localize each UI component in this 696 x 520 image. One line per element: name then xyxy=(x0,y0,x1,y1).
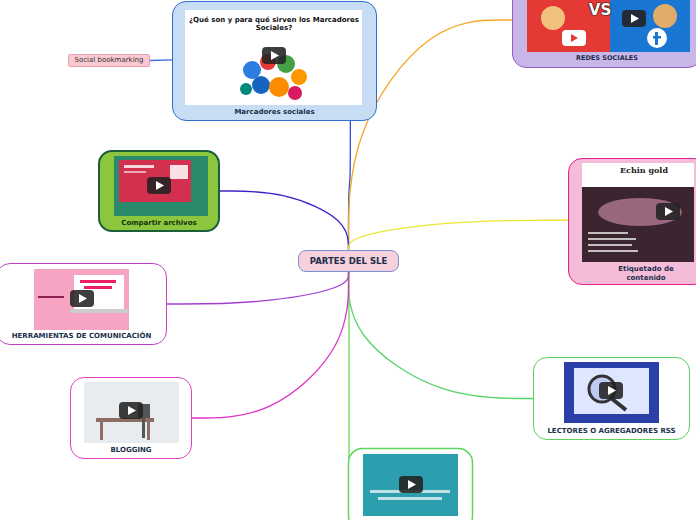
youtube-icon xyxy=(562,30,586,46)
video-thumbnail xyxy=(84,382,179,443)
video-thumbnail xyxy=(610,0,690,52)
desk-leg xyxy=(147,422,150,440)
node-label: REDES SOCIALES xyxy=(576,55,638,63)
video-thumbnail xyxy=(582,163,694,262)
branch-connector xyxy=(349,220,569,250)
node-label: HERRAMIENTAS DE COMUNICACIÓN xyxy=(12,332,152,340)
text-line xyxy=(124,171,146,173)
node-label: PARTES DEL SLE xyxy=(310,256,387,266)
video-thumbnail xyxy=(185,10,362,105)
magnifier-handle xyxy=(611,398,626,410)
play-button xyxy=(119,402,143,419)
branch-connector xyxy=(349,272,534,399)
node-label: Marcadores sociales xyxy=(234,108,314,116)
screen xyxy=(574,368,649,414)
face xyxy=(653,4,677,28)
play-icon xyxy=(79,294,87,303)
face xyxy=(541,6,565,30)
branch-connector xyxy=(167,272,349,304)
panel xyxy=(170,165,188,179)
social-icon xyxy=(291,69,307,85)
branch-connector xyxy=(220,191,349,250)
social-icon xyxy=(240,83,252,95)
text-line xyxy=(80,280,116,283)
text-line xyxy=(588,232,628,234)
video-thumbnail xyxy=(363,454,458,516)
play-button xyxy=(656,203,680,220)
play-icon xyxy=(631,14,639,23)
node-label: LECTORES O AGREGADORES RSS xyxy=(547,427,675,435)
video-thumbnail xyxy=(564,362,659,423)
branch-connector xyxy=(192,272,349,418)
video-thumbnail xyxy=(114,156,208,216)
play-button xyxy=(262,47,286,64)
video-title: VS xyxy=(584,1,616,19)
text-line xyxy=(588,250,638,252)
play-button xyxy=(147,177,171,194)
play-button xyxy=(622,10,646,27)
play-icon xyxy=(408,480,416,489)
social-icon xyxy=(252,76,270,94)
central-topic: PARTES DEL SLE xyxy=(298,250,399,272)
text-line xyxy=(84,286,112,289)
play-icon xyxy=(271,51,279,60)
subtopic-tag: Social bookmarking xyxy=(68,54,150,67)
text-line xyxy=(588,238,636,240)
screen xyxy=(119,160,191,202)
chair xyxy=(142,418,145,438)
social-icon xyxy=(288,86,302,100)
video-title: ¿Qué son y para qué sirven los Marcadore… xyxy=(188,16,360,33)
node-label: Compartir archivos xyxy=(121,219,196,227)
social-icon xyxy=(243,61,261,79)
text-line xyxy=(378,497,442,500)
text-line xyxy=(38,296,64,298)
branch-connector xyxy=(150,59,172,61)
facebook-icon xyxy=(647,28,667,48)
video-title: Echin gold xyxy=(596,166,692,176)
text-line xyxy=(588,244,632,246)
play-button xyxy=(70,290,94,307)
flower xyxy=(598,198,682,226)
node-label: BLOGGING xyxy=(110,446,151,454)
facebook-icon xyxy=(653,36,661,39)
desk-leg xyxy=(100,422,103,440)
laptop-base xyxy=(70,309,128,313)
node-label: Social bookmarking xyxy=(75,56,144,64)
play-button xyxy=(599,382,623,399)
play-icon xyxy=(608,386,616,395)
title-strip xyxy=(582,163,694,187)
video-thumbnail xyxy=(34,269,129,330)
play-icon xyxy=(128,406,136,415)
play-icon xyxy=(665,207,673,216)
youtube-icon xyxy=(571,34,578,42)
social-icon xyxy=(269,77,289,97)
video-box xyxy=(349,449,473,520)
text-line xyxy=(124,165,154,168)
play-button xyxy=(399,476,423,493)
node-label: Etiquetado de contenido xyxy=(606,265,686,282)
play-icon xyxy=(156,181,164,190)
